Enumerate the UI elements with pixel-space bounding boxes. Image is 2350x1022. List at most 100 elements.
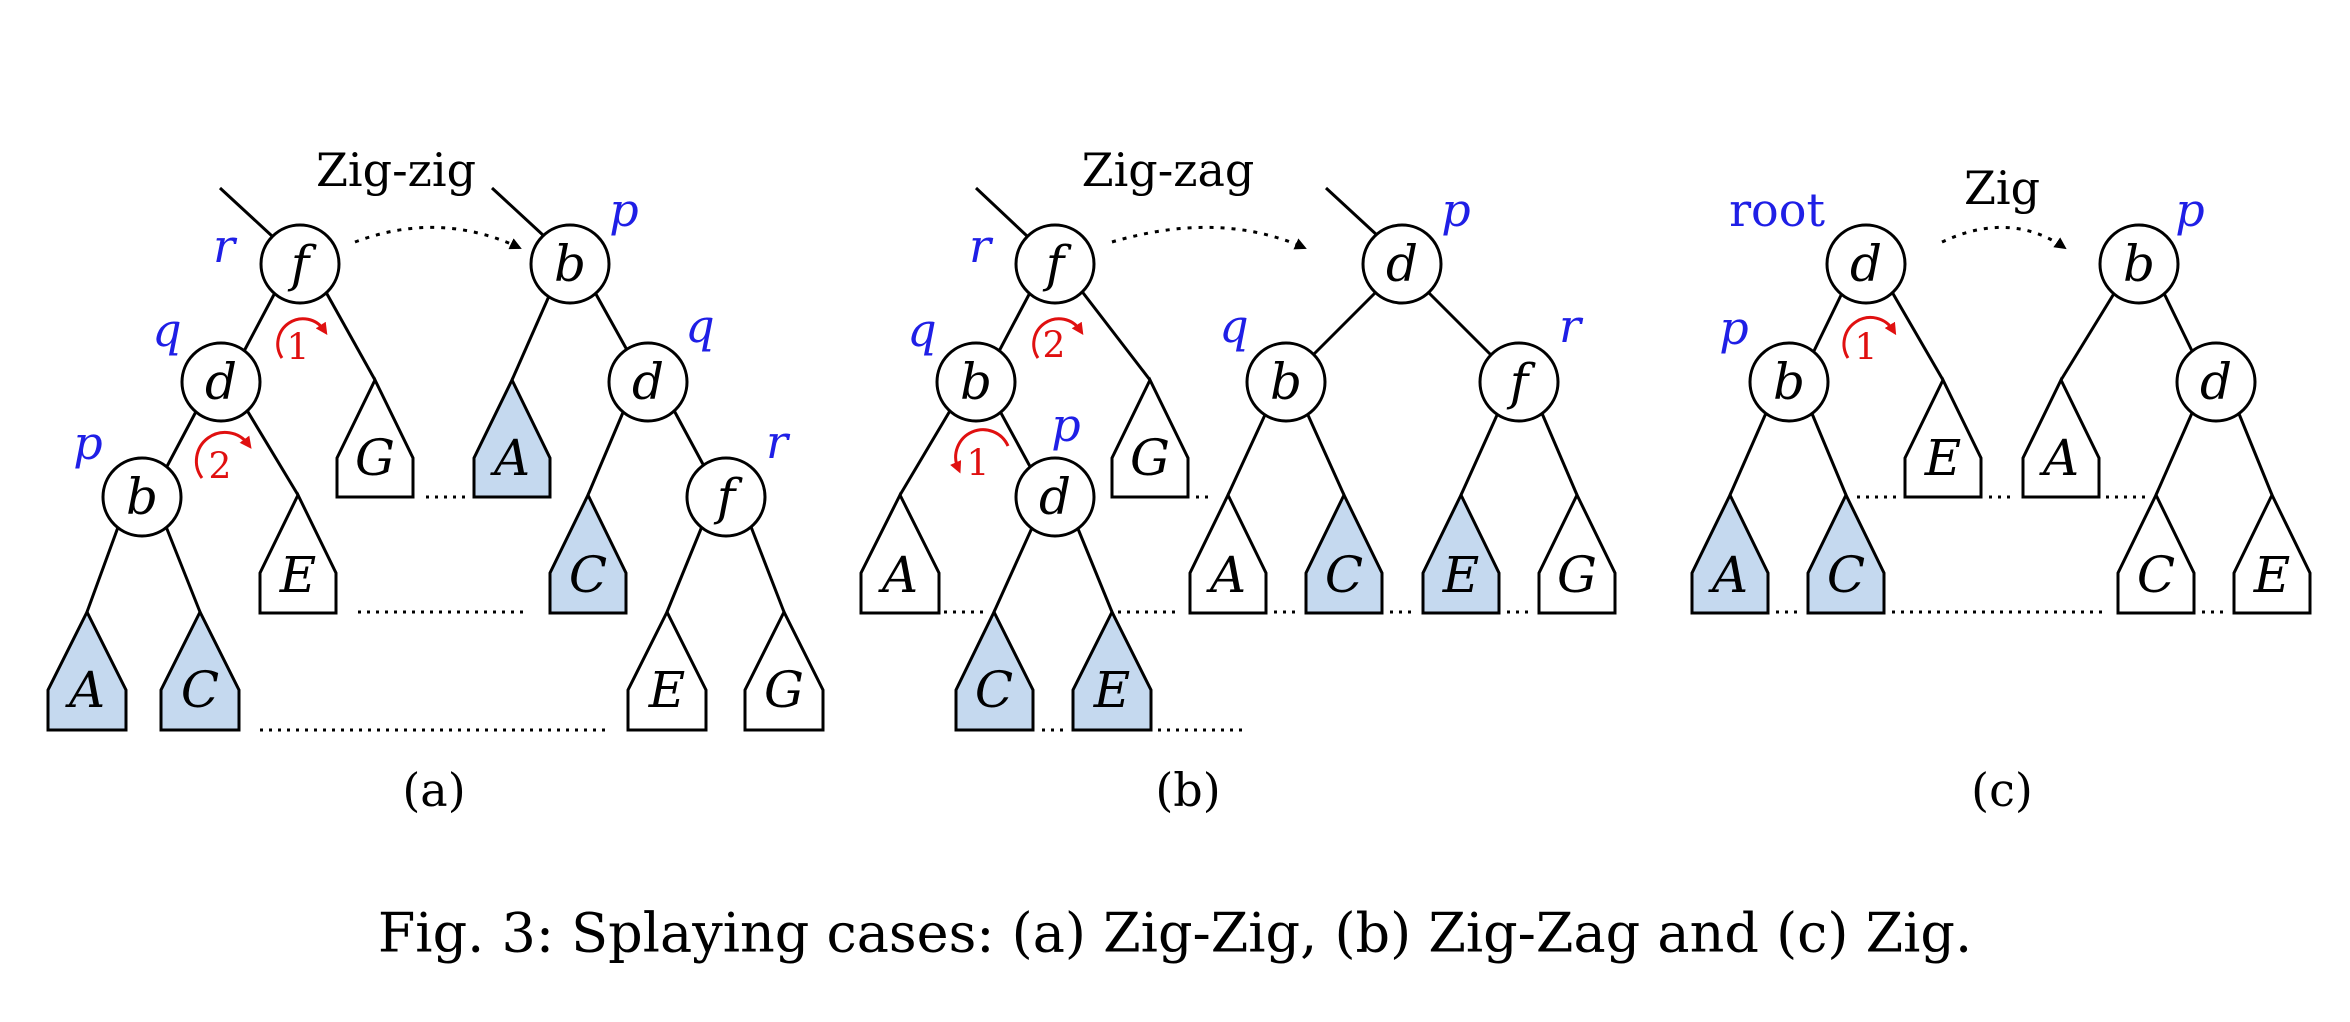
edge: [665, 518, 707, 613]
node-c-before-d: d: [1825, 223, 1907, 305]
edge: [85, 518, 123, 613]
subtree-a-before-E: E: [258, 491, 338, 615]
subtree-b-before-G: G: [1110, 376, 1190, 499]
node-tag-p: p: [1441, 183, 1470, 237]
node-tag-q: q: [685, 299, 714, 353]
subtree-shape: [1537, 491, 1617, 615]
subtree-label: E: [1093, 661, 1131, 719]
subtree-b-before-C: C: [954, 608, 1035, 732]
edge: [898, 403, 956, 496]
subtree-label: C: [1325, 546, 1363, 604]
node-key: d: [205, 353, 237, 411]
node-circle: [1478, 341, 1560, 423]
edge: [746, 518, 786, 613]
rotation-arc: [276, 317, 328, 359]
subtree-shape: [859, 491, 941, 615]
subtree-a-before-A: A: [46, 608, 128, 732]
edge: [161, 518, 202, 613]
edge: [240, 401, 300, 496]
subtree-shape: [335, 376, 415, 499]
node-key: d: [1039, 468, 1071, 526]
subtree-c-after-C: C: [2116, 491, 2196, 615]
node-circle: [180, 341, 262, 423]
subtree-label: A: [2039, 429, 2079, 487]
node-circle: [685, 456, 767, 538]
subtree-label: C: [569, 546, 607, 604]
rotation-arc: [950, 428, 1010, 474]
subtree-b-after-C: C: [1304, 491, 1384, 615]
subtree-shape: [1806, 491, 1886, 615]
subtree-shape: [1188, 491, 1268, 615]
rotation-mark-2: 2: [1032, 317, 1084, 367]
node-circle: [1825, 223, 1907, 305]
subtree-c-before-C: C: [1806, 491, 1886, 615]
subtree-a-after-G: G: [743, 608, 825, 732]
subtree-label: G: [355, 429, 395, 487]
node-tag-r: r: [213, 219, 238, 273]
panel-caption-b: (b): [1155, 763, 1220, 817]
node-key: b: [1773, 353, 1805, 411]
subtree-shape: [1690, 491, 1770, 615]
subtree-shape: [548, 491, 628, 615]
node-b-before-d: d: [1014, 456, 1096, 538]
edge: [1308, 290, 1378, 360]
node-circle: [2175, 341, 2257, 423]
subtree-a-after-E: E: [626, 608, 708, 732]
figure-caption: Fig. 3: Splaying cases: (a) Zig-Zig, (b)…: [378, 902, 1972, 965]
node-tag-p: p: [1051, 398, 1080, 452]
node-key: b: [554, 235, 586, 293]
edge: [1226, 403, 1272, 496]
node-key: d: [1386, 235, 1418, 293]
node-a-after-f: f: [685, 456, 767, 538]
edge: [2154, 403, 2198, 496]
edge: [510, 286, 555, 381]
node-circle: [1361, 223, 1443, 305]
edge: [995, 286, 1035, 356]
rotation-arc: [1032, 317, 1084, 359]
subtree-b-after-G: G: [1537, 491, 1617, 615]
edge: [162, 403, 202, 473]
node-tag-q: q: [152, 303, 181, 357]
edge: [1426, 290, 1496, 360]
subtree-shape: [258, 491, 338, 615]
subtree-label: E: [279, 546, 317, 604]
node-a-before-d: d: [180, 341, 262, 423]
subtree-label: G: [764, 661, 804, 719]
rotation-mark-2: 2: [194, 430, 252, 488]
node-a-before-f: f: [259, 223, 341, 305]
node-tag-p: p: [1719, 301, 1748, 355]
step-title: Zig-zag: [1082, 143, 1255, 197]
edge: [993, 401, 1035, 473]
panel-c: A C E d b root p 1: [1690, 161, 2312, 817]
node-circle: [1748, 341, 1830, 423]
node-c-after-b: b: [2098, 223, 2180, 305]
subtree-c-after-A: A: [2021, 376, 2101, 499]
node-tag-p: p: [73, 416, 102, 470]
edge: [2233, 403, 2274, 496]
subtree-label: C: [975, 661, 1013, 719]
node-c-before-b: b: [1748, 341, 1830, 423]
subtree-shape: [2232, 491, 2312, 615]
edge: [1324, 186, 1380, 238]
subtree-label: A: [490, 429, 530, 487]
transform-arrow: [354, 225, 522, 250]
edge: [590, 286, 629, 351]
node-circle: [607, 341, 689, 423]
subtree-shape: [472, 376, 552, 499]
subtree-label: A: [878, 546, 918, 604]
subtree-a-after-C: C: [548, 491, 628, 615]
subtree-shape: [626, 608, 708, 732]
subtree-a-before-G: G: [335, 376, 415, 499]
subtree-label: A: [1206, 546, 1246, 604]
rotation-step: 2: [209, 447, 232, 488]
rotation-step: 1: [287, 328, 310, 369]
edge: [2158, 284, 2196, 356]
edge: [586, 402, 629, 496]
subtree-shape: [1304, 491, 1384, 615]
subtree-label: C: [181, 661, 219, 719]
node-b-after-d: d: [1361, 223, 1443, 305]
node-circle: [935, 341, 1017, 423]
rotation-arc: [1842, 316, 1897, 359]
rotation-arc: [194, 430, 252, 479]
node-key: d: [1850, 235, 1882, 293]
